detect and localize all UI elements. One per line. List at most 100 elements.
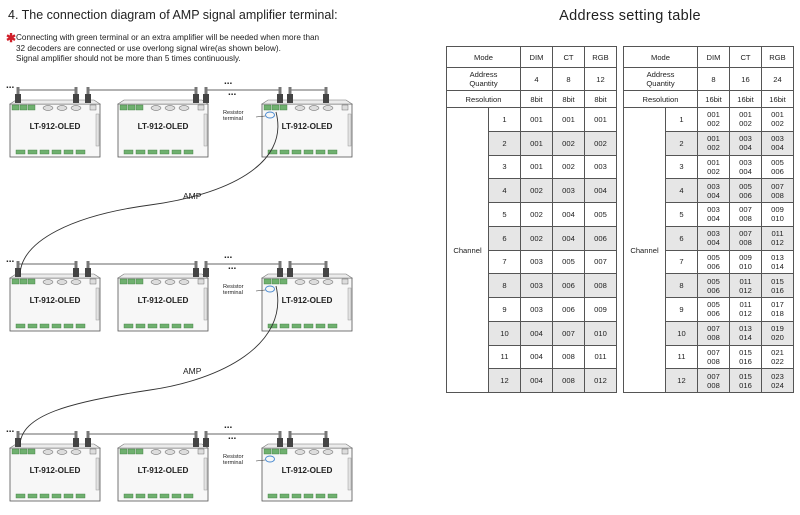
output-terminal xyxy=(123,323,134,329)
table-cell: 003 004 xyxy=(761,130,794,156)
cable-plug-strain xyxy=(324,431,328,438)
table-cell: 4 xyxy=(520,67,553,91)
green-terminal xyxy=(279,278,288,285)
cable-plug-strain xyxy=(16,261,20,268)
green-terminal xyxy=(127,104,136,111)
table-cell: 1 xyxy=(665,107,698,132)
table-cell: 8 xyxy=(552,67,585,91)
device-top-edge xyxy=(117,273,209,279)
rj45-port xyxy=(150,449,162,455)
table-cell: 011 xyxy=(584,344,617,370)
device-top-edge xyxy=(261,443,353,449)
table-cell: 003 004 xyxy=(697,202,730,227)
cable-plug xyxy=(193,438,199,447)
table-cell: 11 xyxy=(488,344,521,370)
table-cell: 005 006 xyxy=(729,178,762,203)
rj45-port xyxy=(164,449,176,455)
table-cell: 021 022 xyxy=(761,344,794,370)
heatsink xyxy=(203,287,208,321)
table-cell: 001 002 xyxy=(697,130,730,156)
table-cell: 005 006 xyxy=(697,297,730,322)
device-label: LT-912-OLED xyxy=(138,296,189,305)
output-terminal xyxy=(51,493,62,499)
green-terminal xyxy=(135,278,144,285)
port xyxy=(197,278,205,285)
rj45-port xyxy=(42,279,54,285)
rj45-port xyxy=(308,449,320,455)
table-cell: 24 xyxy=(761,67,794,91)
green-terminal xyxy=(263,278,272,285)
table-cell: 004 xyxy=(520,320,553,346)
output-terminal xyxy=(51,323,62,329)
table-cell: DIM xyxy=(520,46,553,68)
output-terminal xyxy=(123,149,134,155)
cable-plug-strain xyxy=(324,87,328,94)
device-top-edge xyxy=(261,99,353,105)
table-cell: 002 xyxy=(520,225,553,251)
table-cell: Address Quantity xyxy=(446,67,521,91)
output-terminal xyxy=(303,323,314,329)
rj45-port xyxy=(294,449,306,455)
table-cell: 7 xyxy=(488,249,521,275)
output-terminal xyxy=(75,149,86,155)
heatsink xyxy=(347,457,352,491)
green-terminal xyxy=(135,104,144,111)
connection-diagram: 4. The connection diagram of AMP signal … xyxy=(6,8,353,502)
table-cell: 003 xyxy=(520,273,553,298)
table-cell: Resolution xyxy=(623,90,698,108)
output-terminal xyxy=(171,323,182,329)
heatsink xyxy=(95,287,100,321)
green-terminal xyxy=(271,278,280,285)
resistor-terminal-icon xyxy=(265,285,275,293)
table-cell: 005 xyxy=(584,202,617,227)
rj45-port xyxy=(294,279,306,285)
table-cell: RGB xyxy=(761,46,794,68)
green-terminal xyxy=(27,278,36,285)
cable-plug xyxy=(277,94,283,103)
table-cell: 015 016 xyxy=(729,344,762,370)
continuation-ellipsis: ... xyxy=(228,87,237,98)
heatsink xyxy=(95,113,100,147)
table-cell: 001 002 xyxy=(697,107,730,132)
table-cell: 002 xyxy=(584,130,617,156)
table-cell: 001 002 xyxy=(729,107,762,132)
asterisk-icon: ✱ xyxy=(6,31,17,45)
cable-plug xyxy=(85,268,91,277)
table-cell: 007 008 xyxy=(697,320,730,346)
output-terminal xyxy=(135,493,146,499)
table-cell: 008 xyxy=(552,344,585,370)
device-top-edge xyxy=(261,273,353,279)
table-cell: 001 xyxy=(520,130,553,156)
continuation-ellipsis: ... xyxy=(228,431,237,442)
table-cell: 16bit xyxy=(761,90,794,108)
output-terminal xyxy=(159,493,170,499)
rj45-port xyxy=(178,449,190,455)
table-cell: 9 xyxy=(488,297,521,322)
cable-plug xyxy=(193,94,199,103)
table-cell: Resolution xyxy=(446,90,521,108)
rj45-port xyxy=(164,279,176,285)
output-terminal xyxy=(183,323,194,329)
device-label: LT-912-OLED xyxy=(138,466,189,475)
table-cell: 007 008 xyxy=(697,368,730,393)
note-line: 32 decoders are connected or use overlon… xyxy=(16,43,281,53)
output-terminal xyxy=(183,493,194,499)
table-cell: 6 xyxy=(488,225,521,251)
rj45-port xyxy=(294,105,306,111)
resistor-label: terminal xyxy=(223,116,243,122)
rj45-port xyxy=(56,279,68,285)
table-cell: 002 xyxy=(520,178,553,203)
table-cell: 5 xyxy=(665,202,698,227)
output-terminal xyxy=(27,149,38,155)
cable-plug-strain xyxy=(74,87,78,94)
table-cell: Mode xyxy=(446,46,521,68)
table-cell: 003 xyxy=(520,297,553,322)
output-terminal xyxy=(315,149,326,155)
table-cell: 003 004 xyxy=(729,130,762,156)
table-cell: 007 xyxy=(584,249,617,275)
